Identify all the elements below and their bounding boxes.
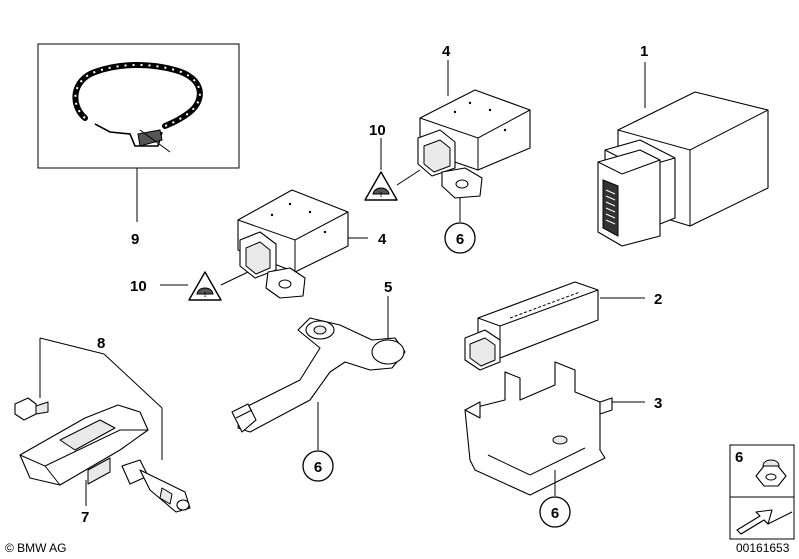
part-8-bracket-lines xyxy=(39,337,163,460)
callout-10-upper: 10 xyxy=(369,122,386,139)
part-7-sensor-body xyxy=(19,404,149,486)
svg-text:6: 6 xyxy=(456,231,464,248)
callout-10-lower: 10 xyxy=(130,278,147,295)
nut-icon xyxy=(755,459,787,487)
diagram-number: 00161653 xyxy=(736,541,790,555)
part-5-bracket-arm xyxy=(231,317,406,433)
part-4-module-lower xyxy=(237,189,349,299)
warning-triangle-upper: ! xyxy=(364,171,398,201)
callout-8: 8 xyxy=(97,335,105,352)
callout-6-circle-a: 6 xyxy=(444,222,476,254)
callout-7: 7 xyxy=(81,509,89,526)
callout-3: 3 xyxy=(654,395,662,412)
svg-text:6: 6 xyxy=(735,449,743,466)
callout-9: 9 xyxy=(131,231,139,248)
part-2-antenna-module xyxy=(464,281,599,371)
callout-5: 5 xyxy=(384,279,392,296)
callout-1: 1 xyxy=(640,43,648,60)
direction-arrow-box xyxy=(729,496,795,540)
callout-2: 2 xyxy=(654,291,662,308)
svg-text:!: ! xyxy=(380,192,382,199)
callout-4-upper: 4 xyxy=(442,43,451,60)
callout-4-lower: 4 xyxy=(378,231,387,248)
connector-pins xyxy=(602,179,619,237)
svg-text:6: 6 xyxy=(551,505,559,522)
svg-text:!: ! xyxy=(204,292,206,299)
part-9-tire-illustration xyxy=(37,43,240,169)
svg-text:6: 6 xyxy=(314,459,322,476)
part-4-module-upper xyxy=(417,89,531,199)
direction-arrow-icon xyxy=(736,509,793,535)
part-3-holder xyxy=(464,361,613,496)
callout-6-circle-c: 6 xyxy=(539,496,571,528)
part-1-control-unit xyxy=(597,91,769,247)
sensor-screw xyxy=(14,397,49,421)
callout-6-circle-b: 6 xyxy=(302,450,334,482)
nut-legend-box: 6 xyxy=(729,444,795,498)
valve-stem xyxy=(121,459,191,513)
warning-triangle-lower: ! xyxy=(188,271,222,301)
copyright-text: © BMW AG xyxy=(5,541,67,555)
